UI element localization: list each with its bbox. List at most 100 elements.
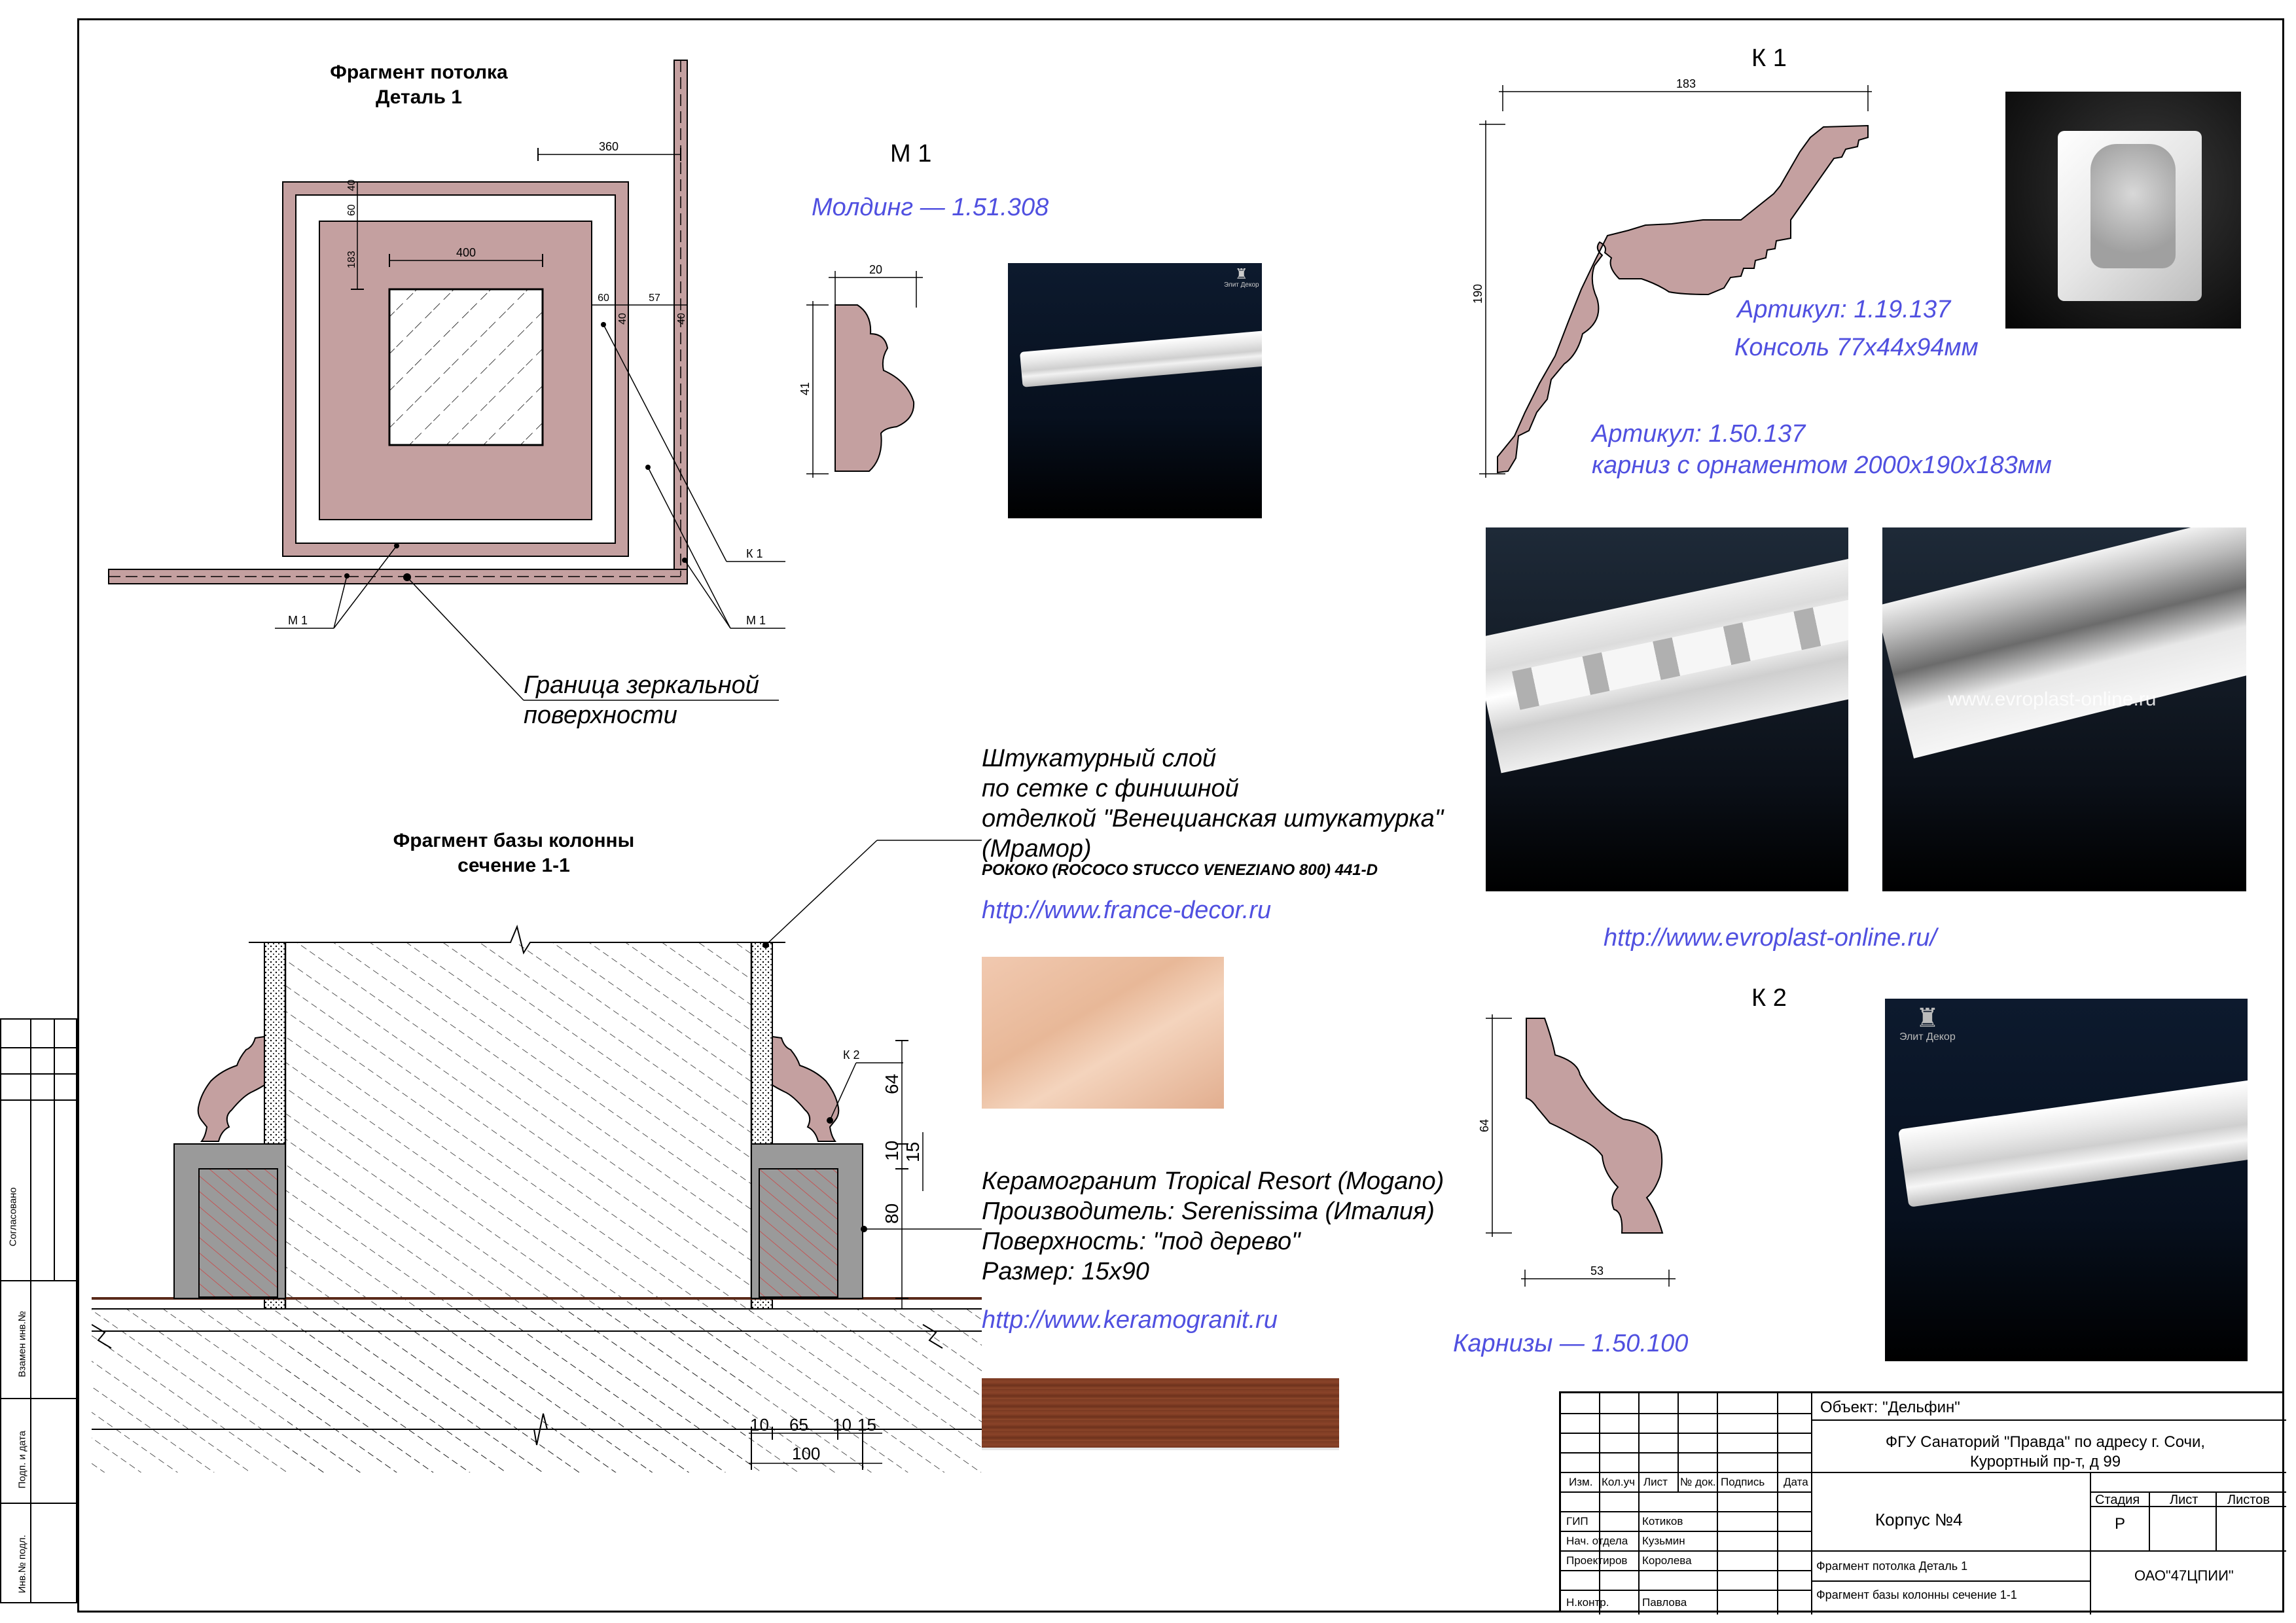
dim-40b: 40 (617, 313, 628, 325)
tb-object: Объект: "Дельфин" (1820, 1399, 1960, 1416)
keramogranit-url[interactable]: http://www.keramogranit.ru (982, 1306, 1278, 1334)
m1-profile-drawing: 20 41 (798, 263, 923, 478)
ceramic-note: Керамогранит Tropical Resort (Mogano) Пр… (982, 1168, 1444, 1285)
drawing-frame (77, 18, 2284, 1613)
plaster-code: РОКОКО (ROCOCO STUCCO VENEZIANO 800) 441… (982, 861, 1378, 879)
k2-profile-drawing: 64 53 (1478, 1014, 1676, 1287)
dim-b10a: 10 (750, 1415, 769, 1435)
dim-80: 80 (882, 1204, 902, 1224)
ceiling-plan-drawing: 360 400 40 60 183 60 40 57 40 К 1 М 1 М … (108, 60, 785, 701)
label-k2: К 2 (843, 1048, 860, 1061)
tb-col-doc: № док. (1680, 1476, 1716, 1488)
plaster-swatch (982, 957, 1224, 1109)
tb-name-4: Павлова (1642, 1596, 1687, 1609)
label-m1-right: М 1 (746, 614, 766, 627)
k1-console-photo (2005, 92, 2241, 329)
k1-article1: Артикул: 1.19.137 (1737, 296, 1951, 323)
m1-dim-w: 20 (869, 263, 882, 276)
stamp-sign: Подп. и дата (16, 1431, 28, 1489)
tb-sheet-title-2: Фрагмент базы колонны сечение 1-1 (1816, 1588, 2017, 1601)
tb-stage-value: Р (2115, 1515, 2126, 1533)
tb-sheet-title-1: Фрагмент потолка Деталь 1 (1816, 1560, 1968, 1573)
title-block: Объект: "Дельфин" ФГУ Санаторий "Правда"… (1559, 1391, 2286, 1614)
dim-64: 64 (882, 1074, 902, 1094)
tb-role-1: Нач. отдела (1566, 1535, 1628, 1547)
dim-60b: 60 (598, 293, 609, 304)
k1-profile-shape (1497, 124, 1869, 474)
dim-40a: 40 (346, 179, 357, 191)
ceiling-title: Фрагмент потолка Деталь 1 (330, 62, 508, 108)
ceramic-swatch (982, 1378, 1339, 1450)
k2-product-photo: ♜Элит Декор (1885, 999, 2248, 1361)
stamp-inv: Инв.№ подл. (16, 1535, 28, 1594)
k1-article1-sub: Консоль 77х44х94мм (1734, 334, 1979, 361)
dim-15: 15 (903, 1142, 923, 1162)
dim-b65: 65 (789, 1415, 808, 1435)
column-title: Фрагмент базы колонны сечение 1-1 (393, 830, 635, 876)
tb-col-sign: Подпись (1721, 1476, 1765, 1488)
tb-role-4: Н.контр. (1566, 1596, 1609, 1609)
label-k1: К 1 (746, 547, 763, 560)
k2-cornice-body (1898, 1075, 2248, 1207)
k2-dim-w: 53 (1590, 1264, 1604, 1277)
k1-article2: Артикул: 1.50.137 (1592, 420, 1806, 448)
tb-sheet-header: Лист (2170, 1493, 2198, 1507)
m1-heading: М 1 (890, 140, 932, 168)
tb-role-0: ГИП (1566, 1515, 1588, 1527)
tb-role-2: Проектиров (1566, 1554, 1628, 1567)
tb-org: ОАО"47ЦПИИ" (2134, 1567, 2234, 1584)
dim-10: 10 (882, 1141, 902, 1161)
cornice-2-watermark: www.evroplast-online.ru (1948, 688, 2157, 710)
dim-57: 57 (649, 293, 660, 304)
k1-cornice-photo-2: www.evroplast-online.ru (1882, 527, 2246, 891)
mirror-boundary-label: Граница зеркальной поверхности (524, 671, 759, 729)
tb-name-0: Котиков (1642, 1515, 1683, 1527)
cornice-2-body (1882, 527, 2246, 758)
stamp-replace: Взамен инв.№ (16, 1311, 28, 1378)
side-stamp: Согласовано Взамен инв.№ Подп. и дата Ин… (0, 1018, 77, 1603)
k2-photo-logo: ♜Элит Декор (1899, 1004, 1956, 1043)
k1-heading: К 1 (1751, 45, 1787, 72)
m1-photo-logo: ♜Элит Декор (1224, 266, 1259, 289)
dim-40c: 40 (676, 313, 687, 325)
tb-name-1: Кузьмин (1642, 1535, 1685, 1547)
k1-dim-h: 190 (1471, 284, 1484, 304)
m1-moulding-bar (1020, 329, 1262, 387)
k1-cornice-photo-1 (1486, 527, 1848, 891)
dim-b100: 100 (792, 1444, 820, 1463)
tb-name-2: Королева (1642, 1554, 1692, 1567)
tb-col-izm: Изм. (1569, 1476, 1593, 1488)
stamp-agreed: Согласовано (7, 1187, 19, 1247)
tb-stage-header: Стадия (2095, 1493, 2140, 1507)
column-section-drawing: 64 10 15 80 К 2 10 65 10 15 100 (92, 840, 982, 1472)
evroplast-url[interactable]: http://www.evroplast-online.ru/ (1604, 924, 1937, 952)
dim-183: 183 (346, 251, 357, 268)
k2-profile-shape (1526, 1018, 1664, 1234)
tb-col-date: Дата (1784, 1476, 1808, 1488)
k2-link[interactable]: Карнизы — 1.50.100 (1453, 1330, 1689, 1357)
tb-building: Корпус №4 (1875, 1510, 1963, 1529)
m1-dim-h: 41 (798, 382, 812, 395)
label-m1-left: М 1 (288, 614, 308, 627)
console-ornament (2090, 144, 2176, 268)
k2-dim-h: 64 (1478, 1119, 1491, 1132)
tb-address: ФГУ Санаторий "Правда" по адресу г. Сочи… (1885, 1433, 2206, 1471)
floor-slab (92, 1309, 982, 1472)
k2-heading: К 2 (1751, 984, 1787, 1012)
k1-article2-sub: карниз с орнаментом 2000х190х183мм (1592, 452, 2052, 479)
dim-b15: 15 (857, 1415, 876, 1435)
k2-section-left (197, 1035, 265, 1142)
tb-sheets-header: Листов (2227, 1493, 2270, 1507)
dim-400: 400 (456, 246, 476, 259)
k2-section-right (772, 1035, 840, 1142)
dim-360: 360 (599, 140, 619, 153)
m1-product-photo: ♜Элит Декор (1008, 263, 1262, 518)
plaster-note: Штукатурный слой по сетке с финишной отд… (982, 745, 1444, 863)
france-decor-url[interactable]: http://www.france-decor.ru (982, 897, 1272, 924)
tb-col-kol: Кол.уч (1602, 1476, 1635, 1488)
k1-dim-w: 183 (1676, 77, 1696, 90)
m1-profile-shape (834, 304, 915, 472)
m1-link[interactable]: Молдинг — 1.51.308 (812, 194, 1049, 221)
k1-profile-drawing: 183 190 (1471, 77, 1872, 478)
dim-b10b: 10 (833, 1415, 852, 1435)
